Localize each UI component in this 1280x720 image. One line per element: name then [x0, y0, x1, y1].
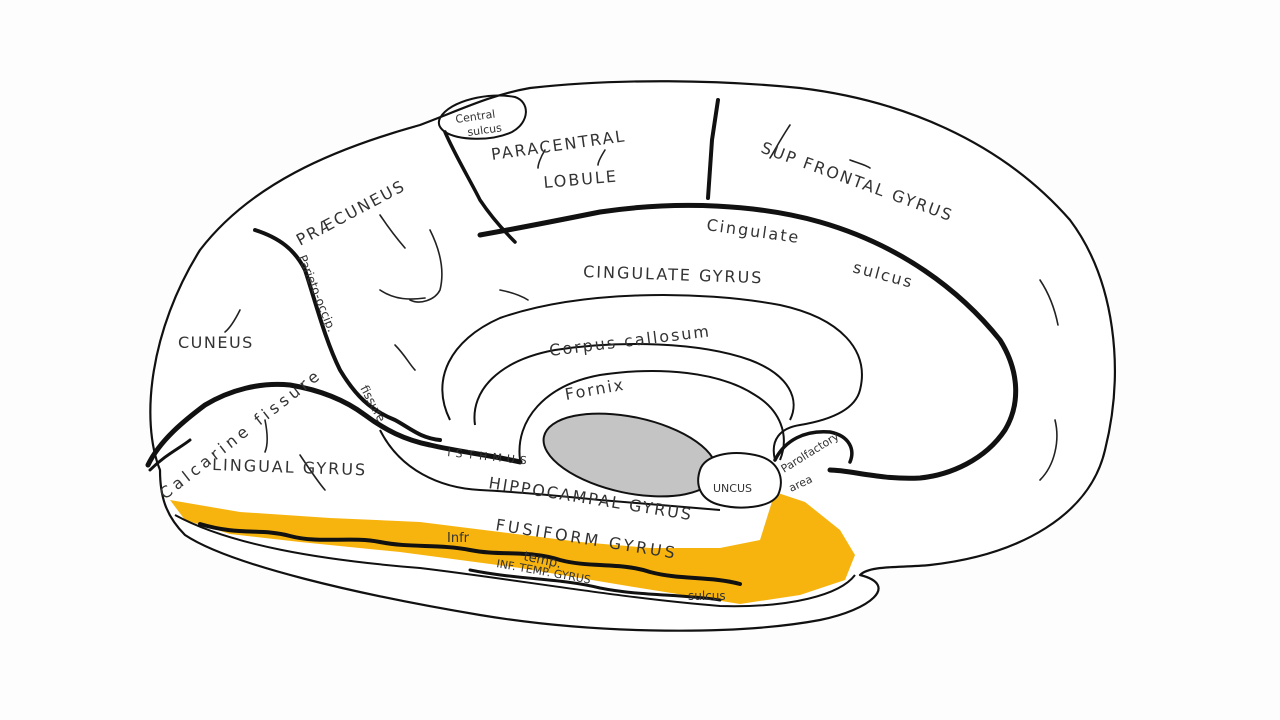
- detail-sulcus-1: [379, 214, 406, 249]
- calcarine-fissure-line: [145, 381, 523, 468]
- cingulate-sulcus-line: [477, 202, 1019, 481]
- detail-sulcus-6: [537, 149, 546, 169]
- parolfactory-curve: [773, 430, 854, 464]
- fornix-outline: [518, 370, 785, 461]
- paracentral-boundary-right: [706, 98, 720, 200]
- detail-sulcus-12: [224, 309, 241, 333]
- label-sulcus-bottom: sulcus: [688, 589, 726, 603]
- inferior-temporal-outline: [174, 514, 856, 608]
- label-infr: Infr: [447, 531, 470, 546]
- detail-sulcus-7: [597, 149, 606, 166]
- parieto-occipital-fissure: [253, 228, 442, 442]
- detail-sulcus-9: [849, 159, 871, 169]
- collateral-sulcus: [379, 429, 721, 511]
- corpus-callosum-outer: [441, 294, 863, 461]
- calcarine-lower-line: [148, 438, 192, 472]
- label-cuneus: CUNEUS: [178, 333, 254, 352]
- detail-sulcus-14: [299, 454, 326, 491]
- detail-sulcus-3: [379, 289, 426, 300]
- detail-sulcus-8: [769, 124, 791, 159]
- detail-sulcus-5: [499, 289, 529, 301]
- detail-sulcus-10: [1039, 279, 1059, 326]
- detail-sulcus-4: [394, 344, 416, 371]
- detail-sulcus-2: [409, 229, 443, 303]
- uncus-shape: [697, 452, 782, 509]
- inferior-sulcus-wave-2: [468, 568, 722, 602]
- detail-sulcus-11: [1039, 419, 1058, 481]
- label-central-sulcus-2: sulcus: [467, 121, 503, 139]
- brain-outline: [149, 80, 1116, 632]
- central-sulcus-loop: [437, 94, 527, 140]
- corpus-callosum-inner: [473, 343, 795, 426]
- label-central-sulcus-1: Central: [455, 108, 496, 126]
- label-uncus: UNCUS: [713, 482, 752, 495]
- detail-sulcus-13: [264, 419, 269, 453]
- paracentral-boundary-left: [443, 130, 517, 244]
- inferior-sulcus-wave: [198, 522, 742, 586]
